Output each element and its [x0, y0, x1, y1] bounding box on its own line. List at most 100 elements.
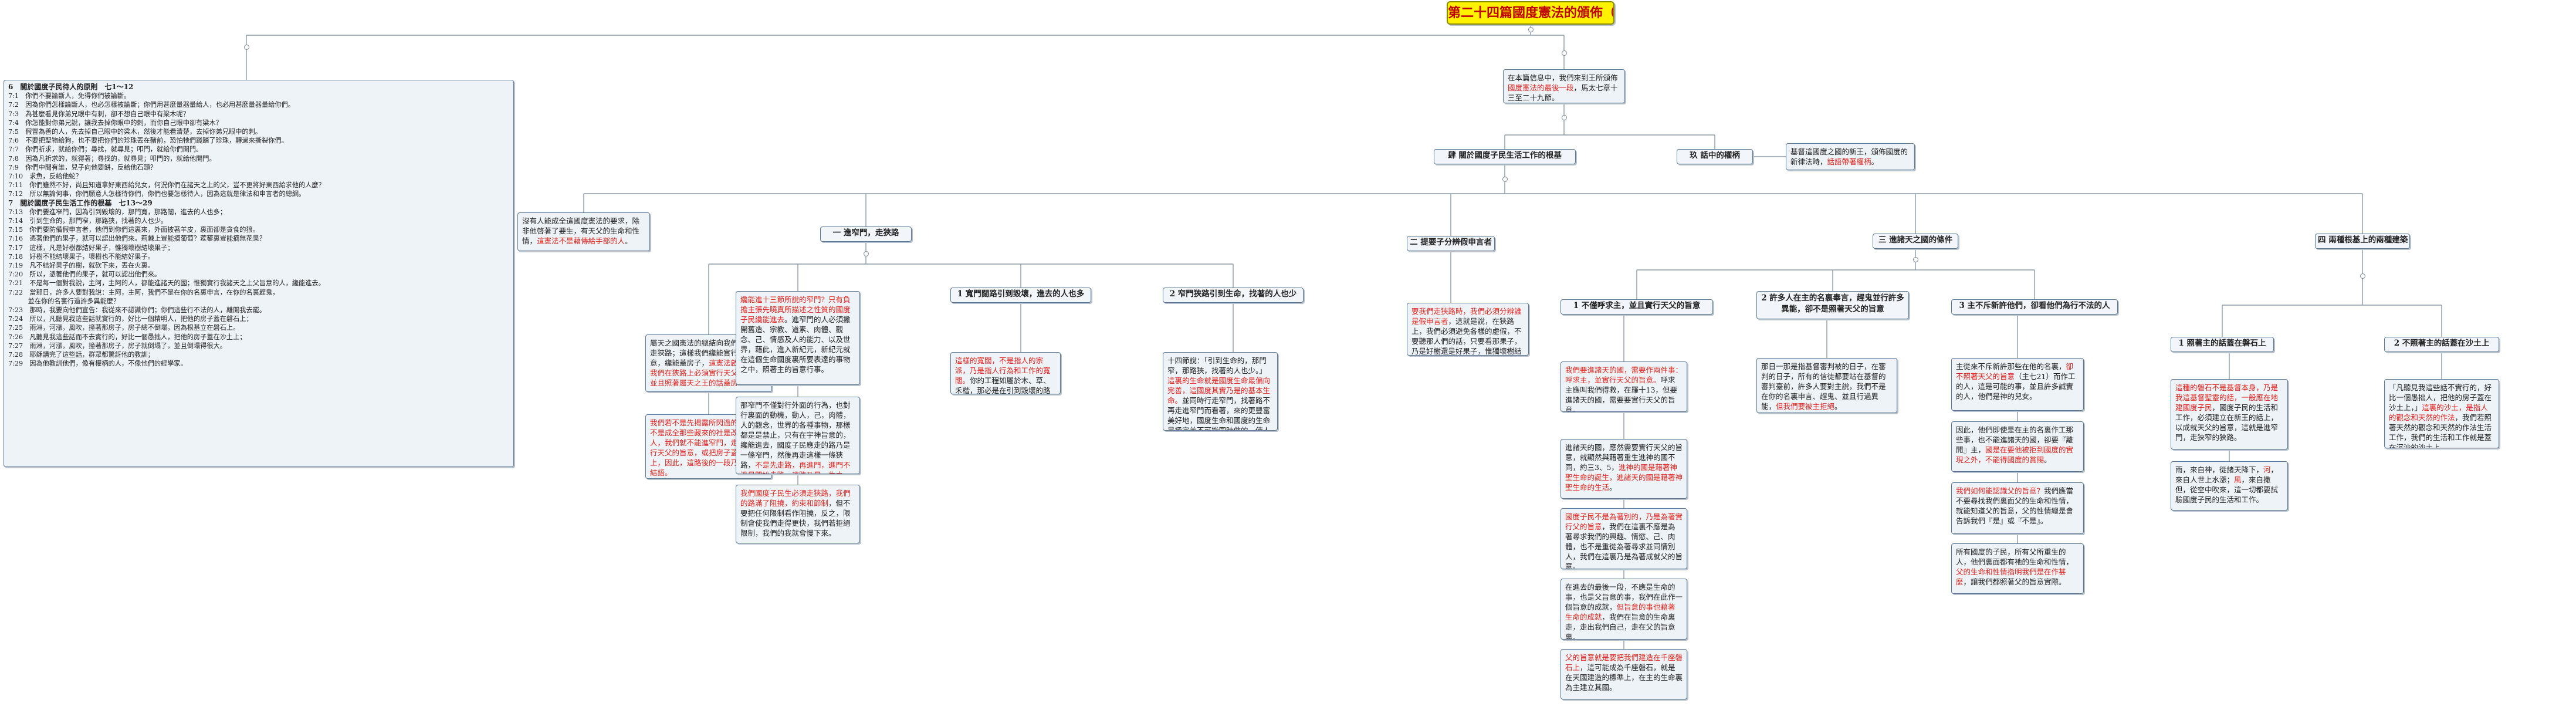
narrow-way-note[interactable]: 十四節說：「引到生命的，那門窄，那路狹，找著的人也少。」這裏的生命就是國度生命最…	[1163, 352, 1278, 431]
note-text: 。	[2044, 455, 2052, 464]
highlight-text: 但旨意的事也藉著生命的成就	[1565, 603, 1675, 621]
note-text: 十四節說：「引到生命的，那門窄，那路狹，找著的人也少。」	[1167, 356, 1267, 375]
verse-line: 7:13 你們要進窄門，因為引到毀壞的，那門寬，那路闊，進去的人也多；	[8, 208, 226, 216]
intro-note[interactable]: 在本篇信息中，我們來到王所頒佈國度憲法的最後一段，馬太七章十三至二十九節。	[1503, 69, 1625, 103]
two-foundations-topic[interactable]: 四 兩種根基上的兩種建築	[2315, 234, 2410, 249]
narrow-gate-note-3[interactable]: 纔能進十三節所說的窄門？只有負擔主張先曉真所描述之性質的國度子民纔能進去。進窄門…	[736, 291, 860, 385]
foundation-left-note[interactable]: 沒有人能成全這國度憲法的要求，除非他啓著了要生，有天父的生命和性情，這憲法不是藉…	[517, 212, 650, 251]
note-text: 因此，他們即使是在主的名裏作工那些事，也不能進諸天的國，卻要『離開』主，	[1956, 425, 2074, 454]
note-text: 沒有人能成全這國度憲法的要求，除非他啓著了要生，有天父的生命和性情，	[522, 217, 640, 245]
highlight-text: 纔能進十三節所說的窄門？只有負擔主張先曉真所描述之性質的國度子民纔能進去	[740, 295, 851, 324]
collapse-handle[interactable]	[243, 44, 249, 50]
verse-line: 7:15 你們要防備假申言者，他們到你們這裏來，外面披著羊皮，裏面卻是貪食的狼。	[8, 226, 259, 234]
highlight-text: 父的旨意就是要把我們建造在千座磐石上	[1565, 653, 1683, 672]
note-text: 雨，來自神，從諸天降下，	[2175, 465, 2264, 474]
collapse-handle[interactable]	[1561, 50, 1567, 56]
note-text: 「凡聽見我這些話不實行的，好比一個愚拙人，把他的房子蓋在沙土上，」	[2389, 383, 2492, 412]
note-text: （主七21）而作工的人，這是可能的事，並且許多誠實的人，他們是神的兒女。	[1956, 372, 2076, 401]
entry-condition-3-note-3[interactable]: 我們如何能認識父的旨意？我們應當不要尋找我們裏面父的生命和性情，就能知道父的旨意…	[1951, 482, 2084, 534]
verse-section-heading: 7 關於國度子民生活工作的根基 七13～29	[8, 198, 153, 207]
rock-foundation-topic[interactable]: 1 照著主的話蓋在磐石上	[2171, 337, 2274, 352]
highlight-text: 卻不照著天父的旨意	[1956, 362, 2074, 381]
false-prophets-note[interactable]: 要我們走狹路時，我們必須分辨誰是假申言者，這就是說，在狹路上，我們必須避免各樣的…	[1407, 303, 1529, 356]
sand-foundation-topic[interactable]: 2 不照著主的話蓋在沙土上	[2384, 337, 2499, 352]
entry-condition-3-note-1[interactable]: 主從來不斥新許那些在他的名裏，卻不照著天父的旨意（主七21）而作工的人，這是可能…	[1951, 358, 2084, 411]
note-text: ，我們若照著天然的觀念和天然的作法生活工作，我們的生活和工作就是蓋在沉沙的沙土上…	[2389, 413, 2492, 448]
entry-condition-3-note-2[interactable]: 因此，他們即使是在主的名裏作工那些事，也不能進諸天的國，卻要『離開』主，國是在要…	[1951, 421, 2084, 472]
collapse-handle[interactable]	[2360, 273, 2365, 279]
entry-condition-1-note-1[interactable]: 我們要進諸天的國，需要作兩件事：呼求主，並實行天父的旨意。呼求主應叫我們得救，在…	[1561, 361, 1687, 412]
verse-line: 7:29 因為他教訓他們，像有權柄的人，不像他們的經學家。	[8, 360, 187, 368]
kingdom-entry-topic[interactable]: 三 進諸天之國的條件	[1873, 234, 1958, 249]
narrow-gate-note-4[interactable]: 那窄門不僅對行外面的行為，也對行裏面的動機，動人，己，肉體，人的觀念，世界的各種…	[736, 397, 860, 474]
narrow-way-topic[interactable]: 2 窄門狹路引到生命，找著的人也少	[1163, 288, 1304, 303]
note-text: ，來自人世上水漲；	[2175, 465, 2279, 484]
branch-foundation-topic[interactable]: 肆 關於國度子民生活工作的根基	[1434, 149, 1576, 164]
narrow-gate-note-5[interactable]: 我們國度子民生必須走狹路，我們的路滿了阻撓，約束和節制，但不要把任何限制看作阻撓…	[736, 485, 860, 543]
branch-authority-topic[interactable]: 玖 話中的權柄	[1677, 149, 1753, 164]
verse-line: 7:10 求魚，反給他蛇？	[8, 173, 82, 181]
verse-line: 7:17 這樣，凡是好樹都結好果子，惟獨壞樹結壞果子；	[8, 244, 174, 252]
rock-foundation-note-2[interactable]: 雨，來自神，從諸天降下，河，來自人世上水漲；風，來自撒但，從空中吹來，這一切都要…	[2171, 461, 2288, 511]
verse-line: 7:21 不是每一個對我說，主阿，主阿的人，都能進諸天的國；惟獨實行我諸天之上父…	[8, 279, 325, 288]
note-text: ，來自撒但，從空中吹來，這一切都要試驗國度子民的生活和工作。	[2175, 475, 2279, 504]
highlight-text: 國度子民不是為著別的，乃是為著實行父的旨意	[1565, 512, 1683, 531]
verse-section-heading: 6 關於國度子民待人的原則 七1～12	[8, 83, 134, 91]
entry-condition-2-topic[interactable]: 2 許多人在主的名裏奉言，趕鬼並行許多異能，卻不是照著天父的旨意	[1756, 291, 1909, 319]
foundation-left-text: 沒有人能成全這國度憲法的要求，除非他啓著了要生，有天父的生命和性情，這憲法不是藉…	[522, 216, 645, 246]
note-text: 在進去的最後一段，不應是生命的事，也是父旨意的事，我們在此作一個旨意的成就，	[1565, 583, 1683, 611]
entry-condition-3-note-4[interactable]: 所有國度的子民，所有父所重生的人，他們裏面都有祂的生命和性情，父的生命和性情指明…	[1951, 543, 2084, 594]
note-text: 所有國度的子民，所有父所重生的人，他們裏面都有祂的生命和性情，	[1956, 547, 2074, 566]
note-text: ，這就是說，在狹路上，我們必須避免各樣的虛假，不要聽那人們的話，只要看那果子，乃…	[1411, 317, 1522, 356]
highlight-text: 國度憲法的最後一段	[1508, 83, 1574, 92]
narrow-gate-topic[interactable]: 一 進窄門，走狹路	[820, 227, 912, 242]
map-title[interactable]: 第二十四篇國度憲法的頒佈（十二）	[1447, 1, 1614, 25]
note-text: 。	[1871, 157, 1879, 166]
entry-condition-1-topic[interactable]: 1 不僅呼求主，並且實行天父的旨意	[1561, 299, 1713, 315]
wide-gate-topic[interactable]: 1 寬門闊路引到毀壞，進去的人也多	[950, 288, 1091, 303]
note-text: 那窄門不僅對行外面的行為，也對行裏面的動機，動人，己，肉體，人的觀念，世界的各種…	[740, 401, 851, 469]
verse-line: 7:19 凡不結好果子的樹，就砍下來，丟在火裏。	[8, 262, 154, 270]
highlight-text: 這樣的寬闊，不是指人的宗派，乃是指人行為和工作的寬闊。	[955, 356, 1051, 385]
verse-line: 7:4 你怎能對你弟兄說，讓我去掉你眼中的刺，而你自己眼中卻有梁木？	[8, 119, 222, 127]
note-text: 。進窄門的人必須撇開舊造、宗教、道素、肉體、觀念、己、情感及人的能力、以及世界，…	[740, 315, 851, 374]
verse-line: 7:24 所以，凡聽見我這些話就實行的，好比一個精明人，把他的房子蓋在磐石上；	[8, 315, 253, 323]
entry-condition-1-note-2[interactable]: 進諸天的國，應然需要實行天父的旨意，就顯然與藉著重生進神的國不同，約三3、5，進…	[1561, 439, 1687, 499]
verse-line: 7:8 因為凡祈求的，就得著；尋找的，就尋見；叩門的，就給他開門。	[8, 154, 216, 163]
note-text: 那日一那是指基督審判被的日子，在審判的日子，所有的信徒都要站在基督的審判臺前，許…	[1761, 362, 1886, 411]
note-text: 進諸天的國，應然需要實行天父的旨意，就顯然與藉著重生進神的國不同，約三3、5，	[1565, 443, 1683, 472]
highlight-text: 國是在要他被拒到國度的實現之外，不能得國度的賞賜	[1956, 445, 2074, 464]
highlight-text: 我們國度子民生必須走狹路，我們的路滿了阻撓，約束和節制	[740, 489, 851, 508]
note-text: 。	[1609, 483, 1617, 492]
collapse-handle[interactable]	[863, 251, 869, 256]
note-text: ，我們在旨意的生命裏走，走出我們自己，走在父的旨意裏。	[1565, 613, 1675, 640]
verse-line: 7:3 為甚麼看見你弟兄眼中有刺，卻不想自己眼中有梁木呢？	[8, 110, 189, 118]
entry-condition-1-note-4[interactable]: 在進去的最後一段，不應是生命的事，也是父旨意的事，我們在此作一個旨意的成就，但旨…	[1561, 579, 1687, 640]
note-text: ，國度子民的生活和工作，必須建立在新王的話上，以成就天父的旨意，這就是進窄門，走…	[2175, 403, 2279, 442]
collapse-handle[interactable]	[1912, 256, 1918, 262]
verse-line: 7:7 你們祈求，就給你們；尋找，就尋見；叩門，就給你們開門。	[8, 146, 203, 154]
collapse-handle[interactable]	[1502, 176, 1508, 182]
note-text: 並同時行走窄門，找著路不再走進窄門而看著，來的更豐富美好地，國度生命和國度的生命…	[1167, 396, 1271, 431]
collapse-handle[interactable]	[1528, 26, 1534, 32]
highlight-text: 這種的磐石不是基督本身，乃是我這基督聖靈的話，一般應在地建國度子民	[2175, 383, 2279, 412]
verse-line: 7:27 雨淋，河漲，風吹，撞著那房子，房子就倒塌了，並且倒塌得很大。	[8, 342, 226, 350]
entry-condition-2-note[interactable]: 那日一那是指基督審判被的日子，在審判的日子，所有的信徒都要站在基督的審判臺前，許…	[1756, 358, 1897, 413]
rock-foundation-note-1[interactable]: 這種的磐石不是基督本身，乃是我這基督聖靈的話，一般應在地建國度子民，國度子民的生…	[2171, 379, 2288, 449]
verse-line: 7:14 引到生命的，那門窄，那路狹，找著的人也少。	[8, 217, 168, 225]
entry-condition-1-note-5[interactable]: 父的旨意就是要把我們建造在千座磐石上，這可能成為千座磐石，就是在天國建造的標準上…	[1561, 649, 1687, 699]
note-text: 基督這國度之國的新王，頒佈國度的新律法時，	[1790, 147, 1908, 166]
sand-foundation-note[interactable]: 「凡聽見我這些話不實行的，好比一個愚拙人，把他的房子蓋在沙土上，」這裏的沙土，是…	[2384, 379, 2499, 448]
verse-line: 7:6 不要把聖物給狗，也不要把你們的珍珠丟在豬前，恐怕牠們踐踏了珍珠，轉過來撕…	[8, 137, 288, 145]
highlight-text: 要我們走狹路時，我們必須分辨誰是假申言者	[1411, 307, 1522, 326]
authority-note[interactable]: 基督這國度之國的新王，頒佈國度的新律法時，話語帶著權柄。	[1786, 143, 1915, 170]
entry-condition-1-note-3[interactable]: 國度子民不是為著別的，乃是為著實行父的旨意，我們在這裏不應是為著尋求我們的興趣、…	[1561, 508, 1687, 569]
wide-gate-note[interactable]: 這樣的寬闊，不是指人的宗派，乃是指人行為和工作的寬闊。你的工程如屬於木、草、禾楷…	[950, 352, 1061, 394]
verse-line: 7:16 憑著他們的果子，就可以認出他們來。荊棘上豈能摘葡萄？蒺藜裏豈能摘無花果…	[8, 235, 266, 243]
false-prophets-topic[interactable]: 二 提要子分辨假申言者	[1407, 236, 1495, 251]
entry-condition-3-topic[interactable]: 3 主不斥新許他們，卻看他們為行不法的人	[1951, 299, 2118, 315]
collapse-handle[interactable]	[1561, 114, 1567, 120]
note-text: ，我們在這裏不應是為著尋求我們的興趣、情慾、己、肉體，也不是重從為著尋求並同情別…	[1565, 522, 1683, 569]
